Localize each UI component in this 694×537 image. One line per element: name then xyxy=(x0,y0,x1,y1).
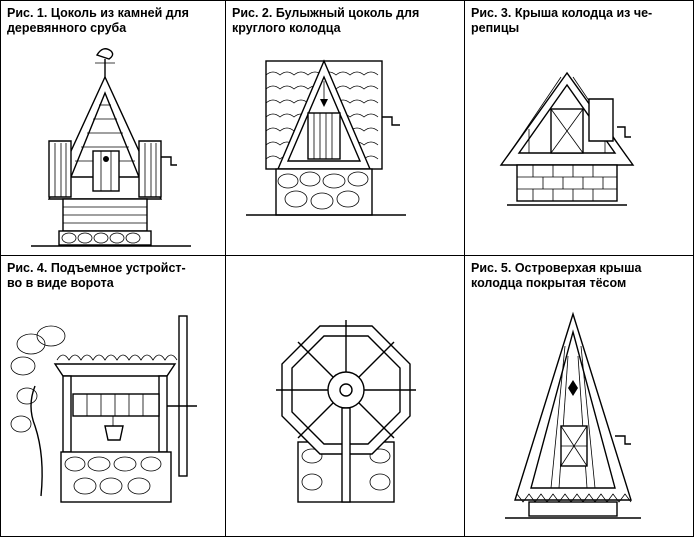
figure-3-caption: Рис. 3. Крыша колодца из че- репицы xyxy=(471,6,653,35)
wooden-well-house-drawing xyxy=(31,48,191,247)
wheel-panel xyxy=(225,255,465,537)
figure-1-caption: Рис. 1. Цоколь из камней для деревянного… xyxy=(7,6,189,35)
windlass-lifting-device-drawing xyxy=(10,315,197,503)
well-wheel-drawing xyxy=(276,320,416,503)
figure-4-panel: Рис. 4. Подъемное устройст- во в виде во… xyxy=(0,255,226,537)
pointed-plank-roof-well-drawing xyxy=(505,311,641,519)
figure-4-caption: Рис. 4. Подъемное устройст- во в виде во… xyxy=(7,261,186,290)
figure-3-panel: Рис. 3. Крыша колодца из че- репицы xyxy=(464,0,694,256)
figure-2-panel: Рис. 2. Булыжный цоколь для круглого кол… xyxy=(225,0,465,256)
figure-5-caption: Рис. 5. Островерхая крыша колодца покрыт… xyxy=(471,261,642,290)
figure-1-panel: Рис. 1. Цоколь из камней для деревянного… xyxy=(0,0,226,256)
tiled-roof-well-drawing xyxy=(499,71,635,206)
figure-2-caption: Рис. 2. Булыжный цоколь для круглого кол… xyxy=(232,6,420,35)
figure-5-panel: Рис. 5. Островерхая крыша колодца покрыт… xyxy=(464,255,694,537)
round-well-stone-base-drawing xyxy=(246,59,406,216)
